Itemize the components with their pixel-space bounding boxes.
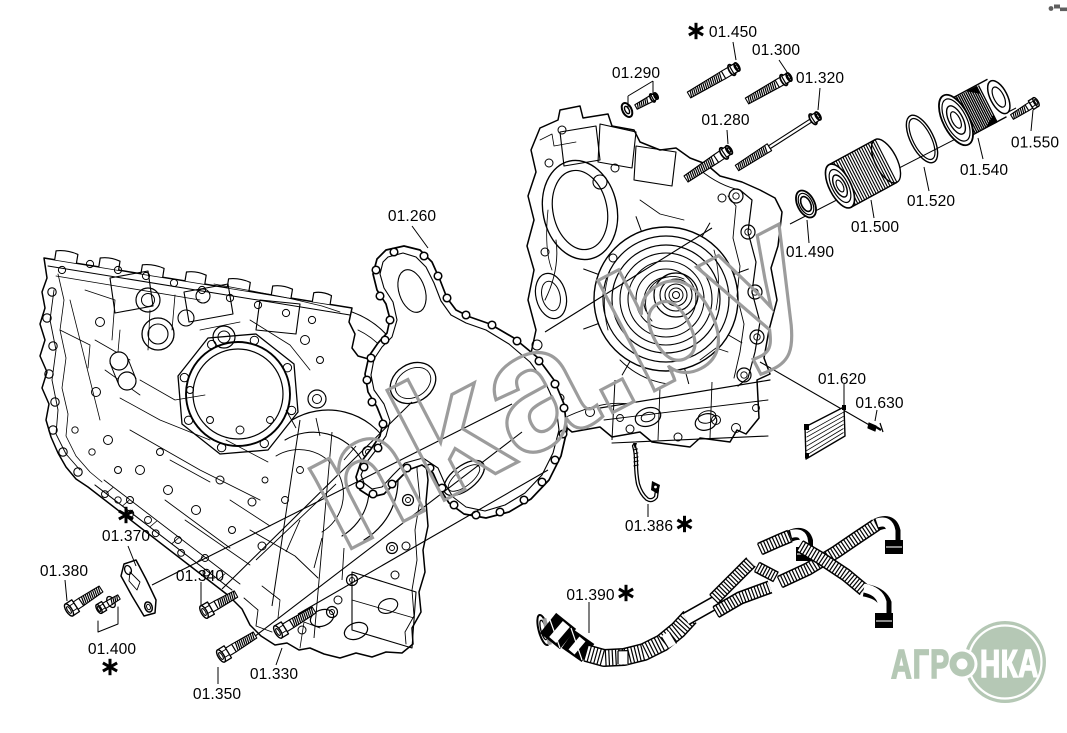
svg-text:01.450: 01.450 (709, 24, 758, 41)
svg-text:01.620: 01.620 (818, 371, 867, 388)
svg-text:01.290: 01.290 (612, 65, 661, 82)
svg-text:01.380: 01.380 (40, 563, 89, 580)
svg-text:01.320: 01.320 (796, 70, 845, 87)
svg-text:01.260: 01.260 (388, 208, 437, 225)
svg-text:01.300: 01.300 (752, 42, 801, 59)
svg-text:01.630: 01.630 (855, 395, 904, 412)
svg-text:01.370: 01.370 (102, 528, 151, 545)
svg-text:01.330: 01.330 (250, 666, 299, 683)
svg-text:01.350: 01.350 (193, 686, 242, 703)
svg-text:01.550: 01.550 (1011, 135, 1060, 152)
svg-text:01.280: 01.280 (701, 112, 750, 129)
svg-text:АГР: АГР (891, 642, 950, 687)
svg-text:01.390: 01.390 (566, 587, 615, 604)
svg-text:01.340: 01.340 (176, 568, 225, 585)
svg-text:НКА: НКА (980, 643, 1039, 687)
svg-text:01.386: 01.386 (625, 518, 673, 535)
svg-text:01.540: 01.540 (960, 162, 1009, 179)
svg-text:01.500: 01.500 (851, 219, 900, 236)
svg-text:01.520: 01.520 (907, 193, 956, 210)
svg-text:01.490: 01.490 (786, 244, 835, 261)
svg-text:01.400: 01.400 (88, 641, 137, 658)
